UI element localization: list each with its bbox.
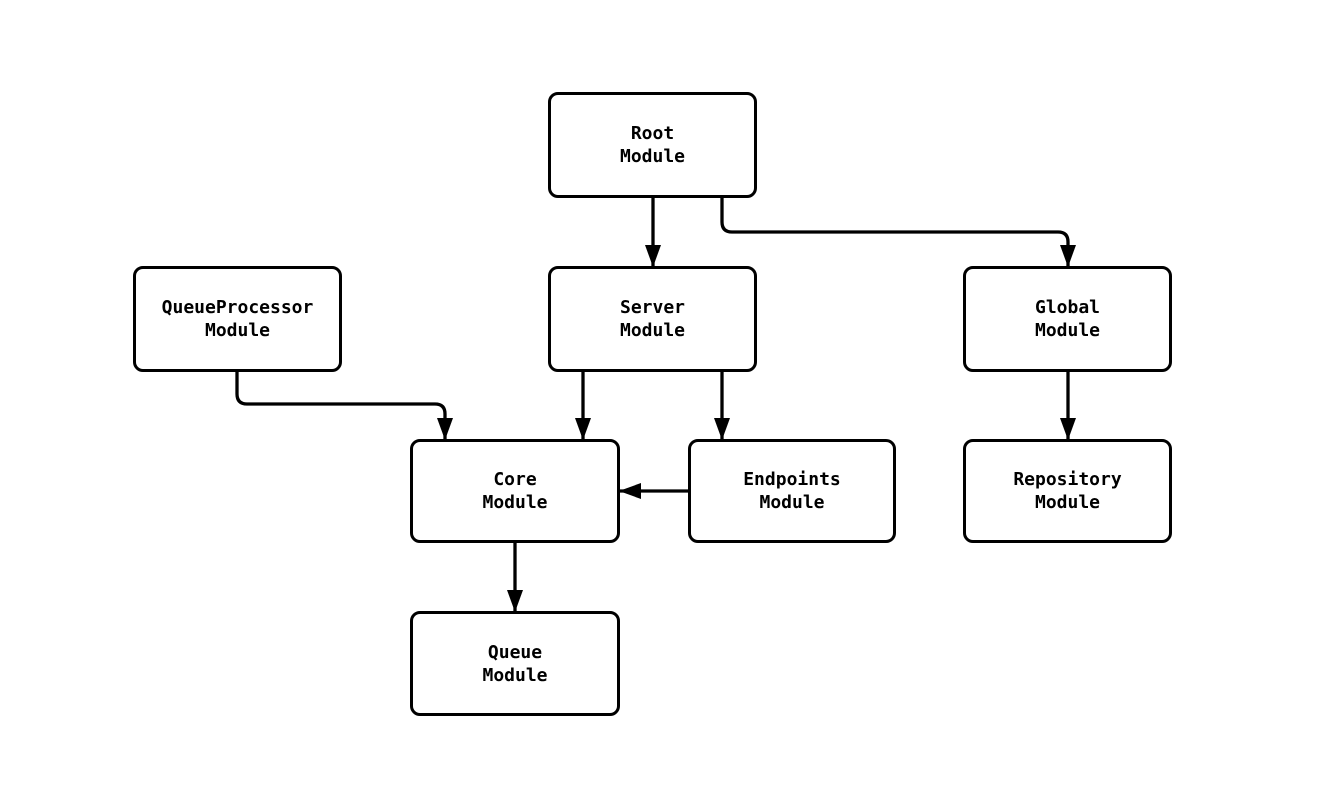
node-label: Server <box>619 297 686 318</box>
node-label: Root <box>630 123 675 144</box>
node-label: QueueProcessor <box>161 297 314 318</box>
edge-group <box>235 198 1076 612</box>
node-label: Queue <box>487 641 543 663</box>
node-label: Core <box>493 469 537 490</box>
node-label: Endpoints <box>743 469 841 490</box>
node-label: Global <box>1034 297 1101 318</box>
node-label: Module <box>619 146 686 167</box>
edge-queueprocessor-module-to-core-module <box>235 372 453 440</box>
node-label: Module <box>204 320 271 341</box>
node-label: Module <box>759 492 825 513</box>
node-label: Repository <box>1013 469 1122 490</box>
node-label: Module <box>1034 492 1101 513</box>
node-label: Module <box>482 664 548 686</box>
edge-root-module-to-global-module <box>720 198 1076 267</box>
node-label: Module <box>619 320 686 341</box>
node-label: Module <box>1034 320 1101 341</box>
node-label: Module <box>482 492 548 513</box>
